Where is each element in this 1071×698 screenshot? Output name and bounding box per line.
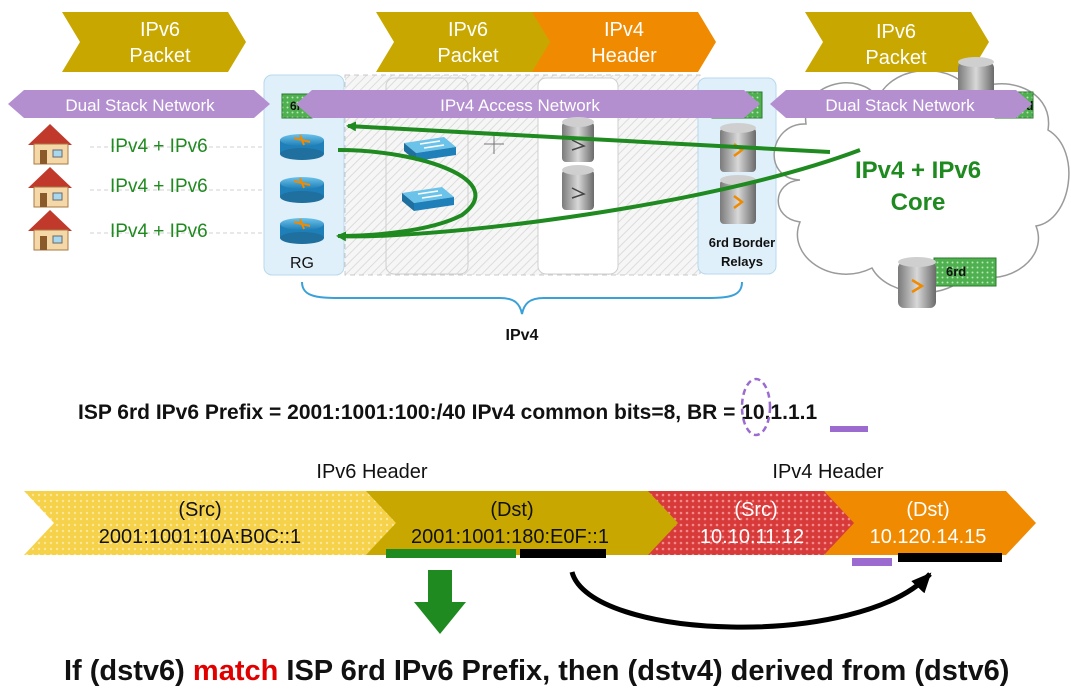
seg1-top: (Src): [178, 499, 221, 521]
cloud-server-bottom: 6rd: [898, 257, 997, 308]
house-icon: [28, 167, 72, 208]
formula-text-c: 8: [664, 401, 676, 424]
ipv4-brace: [301, 281, 743, 315]
mid-packet-line2: Packet: [437, 45, 499, 67]
home-row-2: IPv4 + IPv6: [28, 167, 262, 208]
crosshair-icon: [484, 134, 504, 154]
seg1-bottom: 2001:1001:10A:B0C::1: [99, 526, 301, 548]
left-banner-text: Dual Stack Network: [65, 96, 215, 115]
mid-header-line2: Header: [591, 45, 657, 67]
mid-packet-line1: IPv6: [448, 19, 488, 41]
segment-ipv4-dst: [824, 491, 1036, 555]
seg4-top: (Dst): [906, 499, 949, 521]
dst-suffix-underline: [520, 549, 606, 558]
ipv6-header-label: IPv6 Header: [316, 461, 428, 483]
conclusion-part1: If (dstv6): [64, 655, 193, 687]
green-flow-arrows: [336, 121, 861, 242]
left-packet-line1: IPv6: [140, 19, 180, 41]
ipv4-header-label: IPv4 Header: [772, 461, 884, 483]
ipv4-brace-label: IPv4: [506, 327, 539, 344]
seg3-bottom: 10.10.11.12: [700, 526, 804, 548]
right-dual-stack-banner: Dual Stack Network: [770, 90, 1032, 118]
cloud-tag-bottom-text: 6rd: [946, 264, 966, 279]
right-ipv6-packet: IPv6 Packet: [805, 12, 989, 72]
dst4-common-underline: [852, 558, 892, 566]
prefix-underline: [386, 549, 516, 558]
left-ipv6-packet: IPv6 Packet: [62, 12, 246, 72]
switch-icon: [402, 187, 454, 211]
border-relays-line2: Relays: [721, 254, 763, 269]
br-underline: [830, 426, 868, 432]
router-icon: [280, 218, 324, 244]
conclusion-line: If (dstv6) match ISP 6rd IPv6 Prefix, th…: [64, 655, 1009, 687]
home-label: IPv4 + IPv6: [110, 136, 208, 157]
mid-ipv6-packet: IPv6 Packet: [376, 12, 560, 72]
core-line2: Core: [891, 189, 946, 216]
house-icon: [28, 124, 72, 165]
home-row-3: IPv4 + IPv6: [28, 210, 262, 251]
common-bits-highlight: [740, 377, 772, 437]
house-icon: [28, 210, 72, 251]
rg-6rd-tag-text: 6r: [290, 99, 302, 113]
core-line1: IPv4 + IPv6: [855, 157, 981, 184]
server-icon: [562, 165, 594, 210]
router-icon: [280, 134, 324, 160]
right-packet-line1: IPv6: [876, 21, 916, 43]
derivation-arrow: [569, 571, 932, 630]
home-label: IPv4 + IPv6: [110, 176, 208, 197]
formula-text-e: 10.1.1.1: [741, 401, 817, 424]
left-packet-line2: Packet: [129, 45, 191, 67]
mid-banner-text: IPv4 Access Network: [440, 96, 600, 115]
segment-ipv6-src: [24, 491, 410, 555]
conclusion-part3: ISP 6rd IPv6 Prefix, then (dstv4) derive…: [278, 655, 1009, 687]
ipv4-access-banner: IPv4 Access Network: [296, 90, 760, 118]
formula-text-a: ISP 6rd IPv6 Prefix = 2001:1001:100:/40 …: [78, 401, 651, 424]
formula-text-d: , BR =: [675, 401, 741, 424]
seg3-top: (Src): [734, 499, 777, 521]
formula-text-b: =: [651, 401, 663, 424]
seg4-bottom: 10.120.14.15: [870, 526, 987, 548]
down-arrow-icon: [414, 570, 466, 634]
conclusion-part2: match: [193, 655, 278, 687]
switch-column: [385, 77, 469, 275]
server-icon: [562, 117, 594, 162]
right-packet-line2: Packet: [865, 47, 927, 69]
right-banner-text: Dual Stack Network: [825, 96, 975, 115]
core-cloud: [773, 69, 1070, 294]
seg2-bottom: 2001:1001:180:E0F::1: [411, 526, 609, 548]
rg-label: RG: [290, 255, 314, 272]
dst4-suffix-underline: [898, 553, 1002, 562]
formula-line: ISP 6rd IPv6 Prefix = 2001:1001:100:/40 …: [78, 401, 817, 424]
left-dual-stack-banner: Dual Stack Network: [8, 90, 270, 118]
home-label: IPv4 + IPv6: [110, 221, 208, 242]
mid-ipv4-header: IPv4 Header: [532, 12, 716, 72]
home-row-1: IPv4 + IPv6: [28, 124, 262, 165]
border-relays-line1: 6rd Border: [709, 235, 775, 250]
segment-ipv6-dst: [366, 491, 690, 555]
router-icon: [280, 177, 324, 203]
segment-ipv4-src: [648, 491, 866, 555]
seg2-top: (Dst): [490, 499, 533, 521]
mid-header-line1: IPv4: [604, 19, 644, 41]
